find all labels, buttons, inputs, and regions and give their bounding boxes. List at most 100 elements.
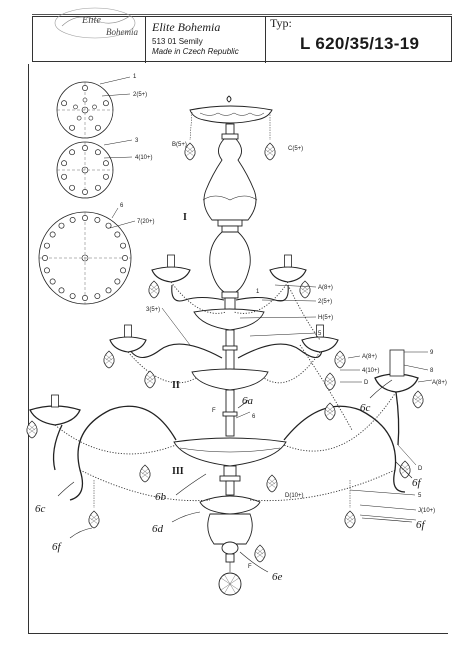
bottom-ball-drop [218,572,242,596]
label-h5: H(5+) [318,315,333,321]
ring3-number: 6 [120,203,124,209]
label-j10: J(10+) [418,508,435,514]
label-9: 9 [430,350,434,356]
ring-bead [94,217,101,223]
label-5b: 5 [418,493,422,499]
ring-bead [114,231,121,238]
ring-bead [69,149,76,156]
label-4-10: 4(10+) [362,368,380,374]
callout-6d: 6d [152,523,164,535]
ring-diagram-medium [56,141,114,199]
ring-bead [49,231,56,238]
address-line-1: 513 01 Semily [152,37,203,46]
chandelier-column [173,95,287,563]
ring-bead [82,97,88,103]
arms-tier-2 [109,336,339,359]
label-a8: A(8+) [318,285,333,291]
drawing-frame [28,64,448,634]
tier-label-2: II [172,380,180,391]
ring-bead [44,267,50,274]
company-logo: Elite Bohemia [52,6,138,40]
ring-bead [105,222,112,229]
ring3-desc: 7(20+) [137,219,155,225]
label-leaders [161,284,433,521]
model-number: L 620/35/13-19 [300,34,420,53]
ring-bead [94,149,101,156]
ring-bead [61,100,68,107]
label-d-2: D [418,466,423,472]
callout-leaders [57,379,413,573]
ring-bead [44,242,50,249]
label-f: F [212,408,216,414]
ring-bead [94,293,101,299]
callout-6f-left: 6f [52,541,63,553]
candle [167,254,175,268]
ring-bead [58,287,65,294]
top-crystal-drops [184,111,276,161]
candle [124,324,132,338]
label-a8-3: A(8+) [432,380,447,386]
ring-bead [82,145,88,151]
label-2-5: 2(5+) [318,299,332,305]
tier-label-1: I [183,212,187,223]
ring-beads [42,85,128,301]
label-d: D [364,380,369,386]
ring1-number: 1 [133,74,137,80]
label-8: 8 [430,368,434,374]
callout-6f-top: 6f [412,477,423,489]
ring-bead [69,184,76,191]
callout-6f-right: 6f [416,519,427,531]
label-a8-2: A(8+) [362,354,377,360]
title-block [32,16,452,63]
callout-6e: 6e [272,571,283,583]
ring-bead [102,160,109,167]
ring-bead [82,215,88,221]
ring-bead [58,222,65,229]
ring-bead [61,160,68,167]
label-3-5: 3(5+) [146,307,160,313]
ring-bead [69,293,76,299]
bead-garlands [54,281,397,502]
ring-bead [102,100,109,107]
ring-bead [49,278,56,285]
ring-bead [82,189,88,195]
logo-text-elite: Elite [82,15,101,26]
label-b: B(5+) [172,142,187,148]
ring-bead [120,242,126,249]
label-1: 1 [256,289,260,295]
ring-bead [94,124,101,131]
type-label: Typ: [270,16,292,30]
ring-bead [114,278,121,285]
candle [389,349,405,377]
ring-bead [69,124,76,131]
ring2-number: 3 [135,138,139,144]
ring-bead [76,115,82,121]
brand-name: Elite Bohemia [152,20,221,34]
ring-bead [122,255,128,261]
arms-tier-1 [151,266,307,302]
ring-bead [69,217,76,223]
logo-emblem-icon [54,7,136,39]
ring-bead [82,295,88,301]
ring-diagram-small [56,81,114,139]
ring-bead [92,104,97,110]
label-f-2: F [248,564,252,570]
candle [51,394,59,408]
logo-text-bohemia: Bohemia [106,27,138,37]
address-line-2: Made in Czech Republic [152,47,239,56]
ring-bead [73,104,78,110]
label-5: 5 [318,331,322,337]
label-6: 6 [252,414,256,420]
top-rule [32,14,452,15]
ring-diagram-large [38,211,132,305]
ring-bead [102,173,109,180]
ring-bead [82,85,88,91]
callout-6c-right: 6c [360,402,371,414]
candle [284,254,292,268]
callout-6b: 6b [155,491,167,503]
ring-bead [120,267,126,274]
ring-bead [105,287,112,294]
callout-6c-left: 6c [35,503,46,515]
